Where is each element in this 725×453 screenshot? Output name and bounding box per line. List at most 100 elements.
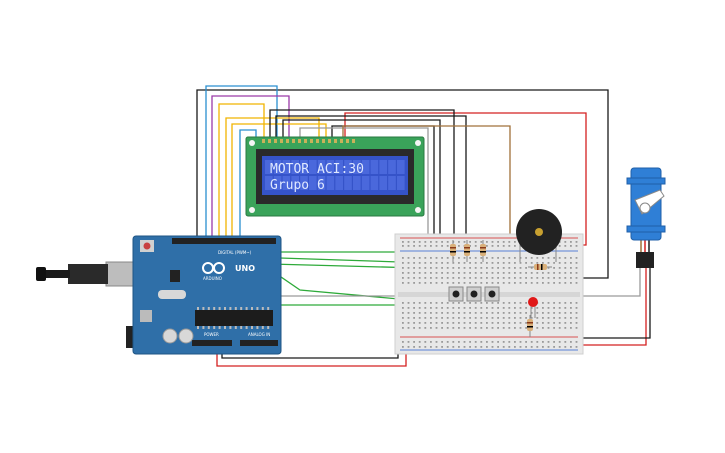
- power-label: POWER: [204, 332, 219, 337]
- breadboard-hole: [497, 322, 499, 324]
- breadboard-hole: [486, 327, 488, 329]
- breadboard-hole: [452, 267, 455, 269]
- breadboard-hole: [418, 312, 421, 314]
- breadboard-hole: [402, 267, 404, 269]
- breadboard-hole: [430, 262, 432, 264]
- breadboard-hole: [430, 267, 432, 269]
- chip-pin: [245, 326, 248, 329]
- breadboard-hole: [514, 341, 516, 343]
- breadboard-hole: [564, 346, 567, 348]
- breadboard-hole: [463, 307, 466, 309]
- wire-black-lcd-3[interactable]: [282, 119, 441, 245]
- piezo-buzzer[interactable]: [516, 209, 562, 262]
- breadboard-hole: [413, 241, 415, 243]
- lcd-pin: [310, 139, 313, 143]
- breadboard-hole: [435, 257, 438, 259]
- resistor-1[interactable]: [450, 240, 456, 262]
- wire-yellow-lcd-1[interactable]: [218, 103, 265, 240]
- breadboard-hole: [446, 322, 449, 324]
- wire-blue-lcd[interactable]: [205, 85, 278, 240]
- lcd-cell: [397, 176, 405, 190]
- breadboard-hole: [486, 267, 488, 269]
- wire-black-top-loop[interactable]: [196, 89, 609, 279]
- wire-black-servo[interactable]: [580, 262, 651, 339]
- breadboard-hole: [570, 241, 572, 243]
- wire-yellow-lcd-3[interactable]: [231, 123, 327, 240]
- breadboard-hole: [558, 312, 561, 314]
- chip-pin: [245, 307, 248, 310]
- wire-black-lcd-2[interactable]: [275, 115, 467, 255]
- resistor-4[interactable]: [528, 264, 552, 270]
- breadboard-hole: [424, 307, 427, 309]
- wire-grey-lcd[interactable]: [299, 127, 429, 245]
- breadboard-hole: [570, 322, 572, 324]
- breadboard-hole: [480, 317, 483, 319]
- servo-motor[interactable]: [626, 167, 666, 268]
- power-header[interactable]: [192, 340, 232, 346]
- wire-brown-lcd[interactable]: [342, 125, 511, 265]
- digital-header[interactable]: [172, 238, 276, 244]
- chip-pin: [229, 307, 232, 310]
- analog-header[interactable]: [240, 340, 278, 346]
- breadboard-hole: [542, 302, 544, 304]
- lcd-cell: [353, 160, 361, 174]
- breadboard-hole: [491, 267, 494, 269]
- breadboard-hole: [553, 322, 555, 324]
- resistor-3[interactable]: [480, 240, 486, 262]
- breadboard-hole: [553, 307, 555, 309]
- breadboard-hole: [491, 257, 494, 259]
- breadboard-hole: [474, 322, 477, 324]
- wire-black-lcd-1[interactable]: [269, 109, 455, 255]
- reset-button-cap[interactable]: [143, 242, 151, 250]
- wire-blue-lcd-2[interactable]: [239, 129, 257, 240]
- lcd-cell: [282, 176, 291, 190]
- breadboard-hole: [407, 302, 410, 304]
- breadboard-hole: [575, 317, 578, 319]
- breadboard-hole: [514, 322, 516, 324]
- push-button-1[interactable]: [448, 286, 464, 302]
- breadboard-holes[interactable]: [402, 241, 578, 348]
- resistor-5[interactable]: [527, 315, 533, 337]
- breadboard-hole: [446, 307, 449, 309]
- breadboard-hole: [553, 282, 555, 284]
- breadboard-hole: [441, 241, 443, 243]
- breadboard-hole: [542, 307, 544, 309]
- red-led[interactable]: [528, 297, 538, 318]
- breadboard-hole: [463, 346, 466, 348]
- push-button-3[interactable]: [484, 286, 500, 302]
- breadboard-hole: [469, 307, 471, 309]
- breadboard-hole: [542, 312, 544, 314]
- breadboard-hole: [413, 322, 415, 324]
- breadboard-hole: [486, 312, 488, 314]
- breadboard-hole: [413, 341, 415, 343]
- servo-shaft: [639, 202, 651, 214]
- capacitor-2: [178, 328, 194, 344]
- breadboard-hole: [469, 322, 471, 324]
- breadboard-hole: [435, 322, 438, 324]
- breadboard-hole: [508, 267, 511, 269]
- arduino-board: UNO ARDUINO DIGITAL (PWM~) POWER ANALOG …: [36, 235, 282, 355]
- small-ic: [170, 270, 180, 282]
- breadboard-hole: [407, 282, 410, 284]
- wire-yellow-lcd-2[interactable]: [225, 117, 320, 240]
- chip-pin: [251, 326, 253, 329]
- resistor-2[interactable]: [464, 240, 470, 262]
- breadboard-hole: [407, 277, 410, 279]
- breadboard-hole: [413, 257, 415, 259]
- chip-pin: [261, 307, 264, 310]
- lcd-pin: [298, 139, 301, 143]
- breadboard-hole: [508, 312, 511, 314]
- chip-pin: [197, 307, 199, 310]
- breadboard-hole: [491, 282, 494, 284]
- breadboard-hole: [424, 262, 427, 264]
- breadboard-hole: [446, 241, 449, 243]
- push-button-2[interactable]: [466, 286, 482, 302]
- breadboard-hole: [575, 312, 578, 314]
- breadboard-hole: [575, 272, 578, 274]
- breadboard-hole: [486, 341, 488, 343]
- lcd-cell: [273, 176, 282, 190]
- breadboard-hole: [575, 322, 578, 324]
- breadboard-hole: [430, 282, 432, 284]
- wire-red-servo[interactable]: [580, 262, 647, 346]
- breadboard-hole: [564, 322, 567, 324]
